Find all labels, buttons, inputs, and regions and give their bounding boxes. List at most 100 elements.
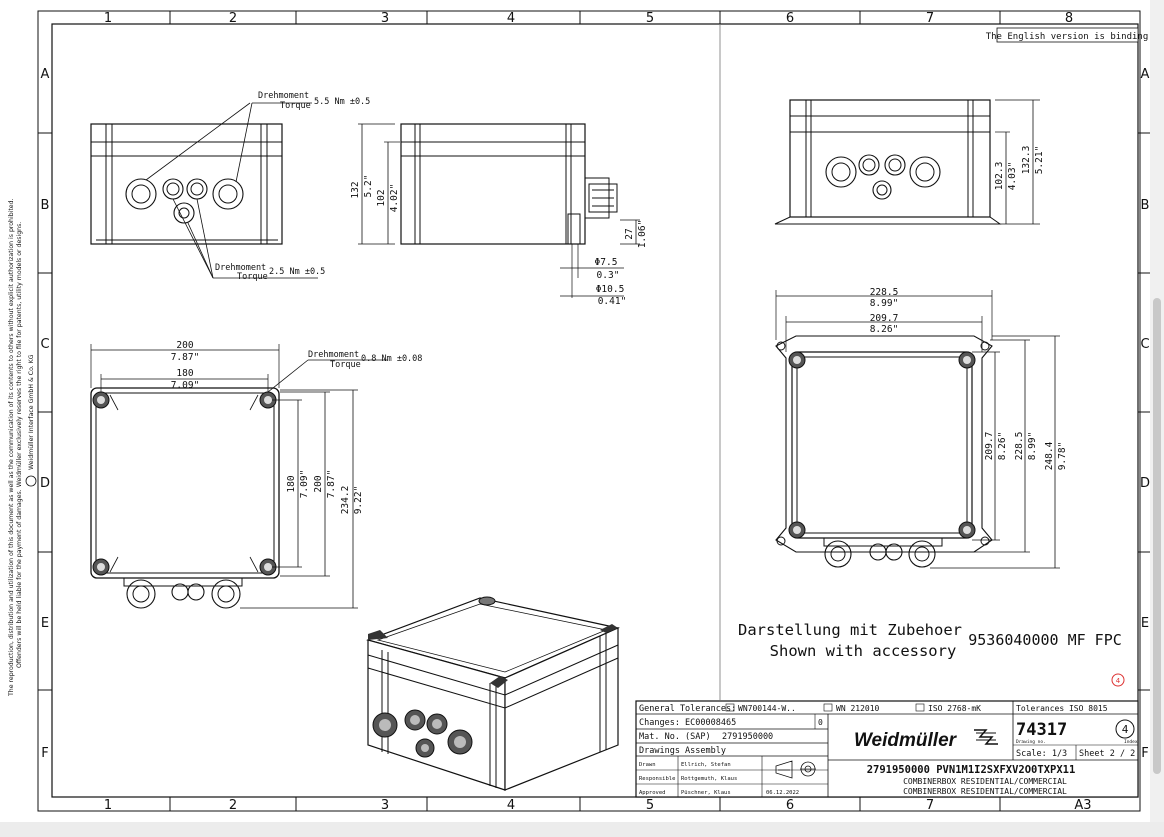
dim-width-180: 180	[176, 368, 193, 379]
tolerance-standard-1: WN700144-W..	[738, 704, 796, 713]
top-view-dimensions	[90, 344, 358, 609]
row-label-right: E	[1141, 616, 1149, 631]
copyright-notice-1: The reproduction, distribution and utili…	[8, 198, 15, 697]
col-label-bottom: 5	[646, 798, 654, 813]
dim-width-200: 200	[176, 340, 193, 351]
col-label-bottom: 2	[229, 798, 237, 813]
copyright-symbol-icon	[25, 475, 37, 487]
revision-mark-icon	[1111, 673, 1125, 687]
torque-label-en: Torque	[330, 360, 361, 370]
dim-width-228-5: 228.5	[870, 287, 899, 298]
dim-depth-228-5: 228.5	[1014, 432, 1025, 461]
torque-value-small-glands: 2.5 Nm ±0.5	[269, 267, 325, 277]
dim-width-209-7-inch: 8.26"	[870, 324, 899, 335]
drawing-type: Drawings Assembly	[639, 746, 726, 756]
col-label-top: 6	[786, 11, 794, 26]
dim-width-209-7: 209.7	[870, 313, 899, 324]
torque-label-de: Drehmoment	[258, 91, 309, 101]
row-label-left: F	[41, 746, 48, 761]
col-label-top: 3	[381, 11, 389, 26]
dim-depth-180-inch: 7.09"	[299, 470, 310, 499]
mat-no-label: Mat. No. (SAP)	[639, 732, 711, 742]
description-line-1: COMBINERBOX RESIDENTIAL/COMMERCIAL	[903, 777, 1067, 786]
tolerance-standard-2: WN 212010	[836, 704, 880, 713]
dim-diameter-7-5: Φ7.5	[595, 257, 618, 268]
row-label-left: E	[41, 616, 49, 631]
torque-label-en: Torque	[237, 272, 268, 282]
drawing-number-label: Drawing no.	[1016, 739, 1046, 745]
dim-depth-228-5-inch: 8.99"	[1027, 432, 1038, 461]
row-label-right: F	[1141, 746, 1148, 761]
col-label-top: 1	[104, 11, 112, 26]
dim-width-228-5-inch: 8.99"	[870, 298, 899, 309]
dim-diameter-10-5: Φ10.5	[596, 284, 625, 295]
side-view	[400, 123, 618, 298]
scrollbar-thumb[interactable]	[1153, 298, 1161, 774]
drawing-sheet: 1 2 3 4 5 6 7 8 1 2 3 4 5 6 7 A3 A B C D…	[0, 0, 1150, 822]
dim-height-102: 102	[376, 189, 387, 206]
approved-by: Püschner, Klaus	[681, 790, 731, 796]
index-number: 4	[1122, 723, 1129, 736]
col-label-bottom: 6	[786, 798, 794, 813]
accessory-top-view	[775, 290, 1060, 569]
dim-width-180-inch: 7.09"	[171, 380, 200, 391]
dim-depth-200-inch: 7.87"	[326, 470, 337, 499]
drawn-label: Drawn	[639, 762, 656, 768]
col-label-top: 4	[507, 11, 515, 26]
dim-gland-27-inch: 1.06"	[637, 220, 648, 249]
tolerances-iso: Tolerances ISO 8015	[1016, 704, 1108, 713]
dim-depth-209-7-inch: 8.26"	[997, 432, 1008, 461]
revision-mark: 4	[1116, 677, 1121, 685]
accessory-note-de: Darstellung mit Zubehoer	[738, 621, 962, 639]
row-label-right: A	[1141, 67, 1150, 82]
col-label-bottom: 1	[104, 798, 112, 813]
torque-label-en: Torque	[280, 101, 311, 111]
col-label-bottom: 4	[507, 798, 515, 813]
mat-no: 2791950000	[722, 732, 773, 742]
sheet-number: Sheet 2 / 2	[1079, 749, 1135, 759]
col-label-top: 5	[646, 11, 654, 26]
dim-depth-234-inch: 9.22"	[353, 486, 364, 515]
row-label-right: D	[1140, 476, 1150, 491]
company-logo: Weidmüller	[854, 730, 958, 751]
column-markers: 1 2 3 4 5 6 7 8 1 2 3 4 5 6 7 A3	[104, 11, 1092, 813]
dim-depth-209-7: 209.7	[984, 432, 995, 461]
dim-height-102-3-inch: 4.03"	[1007, 162, 1018, 191]
isometric-view	[366, 596, 620, 791]
vertical-scrollbar[interactable]	[1150, 0, 1164, 837]
responsible-label: Responsible	[639, 776, 675, 782]
dim-depth-234: 234.2	[340, 486, 351, 515]
col-label-top: 2	[229, 11, 237, 26]
accessory-part-number: 9536040000 MF FPC	[968, 631, 1122, 649]
torque-value-lid-screws: 0.8 Nm ±0.08	[361, 354, 422, 364]
responsible-person: Rottgemuth, Klaus	[681, 776, 737, 782]
row-label-left: C	[40, 337, 49, 352]
dim-gland-27: 27	[624, 228, 635, 239]
col-label-bottom: 7	[926, 798, 934, 813]
dim-depth-180: 180	[286, 475, 297, 492]
top-view	[90, 359, 388, 609]
copyright-notice-2: Offenders will be held liable for the pa…	[16, 222, 23, 668]
row-label-left: D	[40, 476, 50, 491]
viewer-bottom-bar	[0, 822, 1164, 837]
dim-depth-248-4-inch: 9.78"	[1057, 442, 1068, 471]
binding-note-box	[996, 27, 1139, 43]
dim-height-132-inch: 5.2"	[363, 175, 374, 198]
approval-date: 06.12.2022	[766, 790, 799, 796]
row-label-left: A	[41, 67, 50, 82]
dim-diameter-7-5-inch: 0.3"	[597, 270, 620, 281]
dim-depth-200: 200	[313, 475, 324, 492]
dim-width-200-inch: 7.87"	[171, 352, 200, 363]
inner-frame	[51, 23, 1139, 798]
dim-height-102-inch: 4.02"	[389, 184, 400, 213]
dim-height-132-3-inch: 5.21"	[1034, 146, 1045, 175]
front-view	[90, 102, 318, 279]
row-label-right: B	[1141, 198, 1150, 213]
torque-value-large-glands: 5.5 Nm ±0.5	[314, 97, 370, 107]
approved-label: Approved	[639, 790, 666, 796]
row-label-right: C	[1140, 337, 1149, 352]
dim-height-102-3: 102.3	[994, 162, 1005, 191]
drawn-by: Ellrich, Stefan	[681, 762, 731, 768]
title-block	[635, 700, 1139, 798]
binding-note: The English version is binding	[986, 32, 1149, 42]
